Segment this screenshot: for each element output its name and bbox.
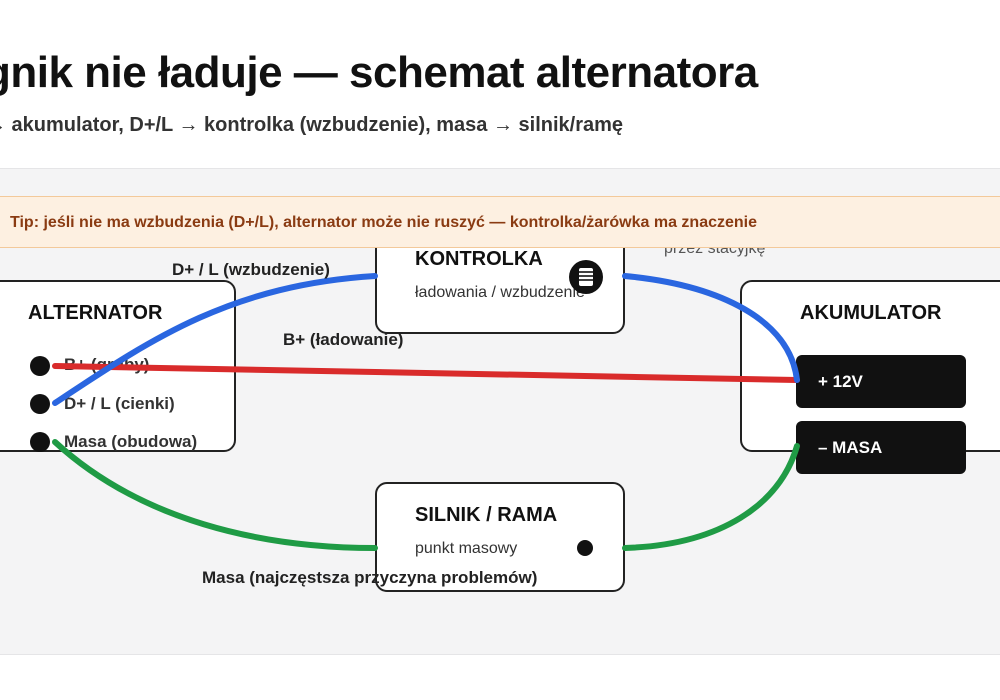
- alternator-d-plus-dot: [30, 394, 50, 414]
- silnik-subtitle: punkt masowy: [415, 540, 518, 557]
- d-plus-wire: [52, 273, 800, 406]
- alternator-title: ALTERNATOR: [28, 302, 163, 324]
- page-subtitle: → akumulator, D+/L → kontrolka (wzbudzen…: [0, 114, 624, 136]
- battery-minus-terminal: – MASA: [796, 421, 966, 474]
- akumulator-title: AKUMULATOR: [800, 302, 942, 324]
- tip-banner: Tip: jeśli nie ma wzbudzenia (D+/L), alt…: [0, 196, 1000, 248]
- bulb-icon: [569, 260, 603, 294]
- d-plus-wire-label: D+ / L (wzbudzenie): [172, 260, 330, 279]
- alternator-terminal-d-plus: D+ / L (cienki): [64, 394, 175, 413]
- alternator-terminal-masa: Masa (obudowa): [64, 432, 198, 451]
- mass-wire-label: Masa (najczęstsza przyczyna problemów): [202, 568, 538, 587]
- page-title: ągnik nie ładuje — schemat alternatora: [0, 48, 758, 97]
- silnik-mass-point-dot: [577, 540, 593, 556]
- b-plus-wire-label: B+ (ładowanie): [283, 330, 404, 349]
- tip-text: Tip: jeśli nie ma wzbudzenia (D+/L), alt…: [10, 214, 758, 231]
- kontrolka-title: KONTROLKA: [415, 248, 543, 270]
- alternator-masa-dot: [30, 432, 50, 452]
- silnik-box: SILNIK / RAMA punkt masowy: [375, 482, 625, 592]
- alternator-b-plus-dot: [30, 356, 50, 376]
- mass-wire: [52, 439, 800, 551]
- b-plus-wire: [52, 363, 800, 383]
- kontrolka-subtitle: ładowania / wzbudzenie: [415, 284, 585, 301]
- battery-plus-terminal: + 12V: [796, 355, 966, 408]
- silnik-title: SILNIK / RAMA: [415, 504, 558, 526]
